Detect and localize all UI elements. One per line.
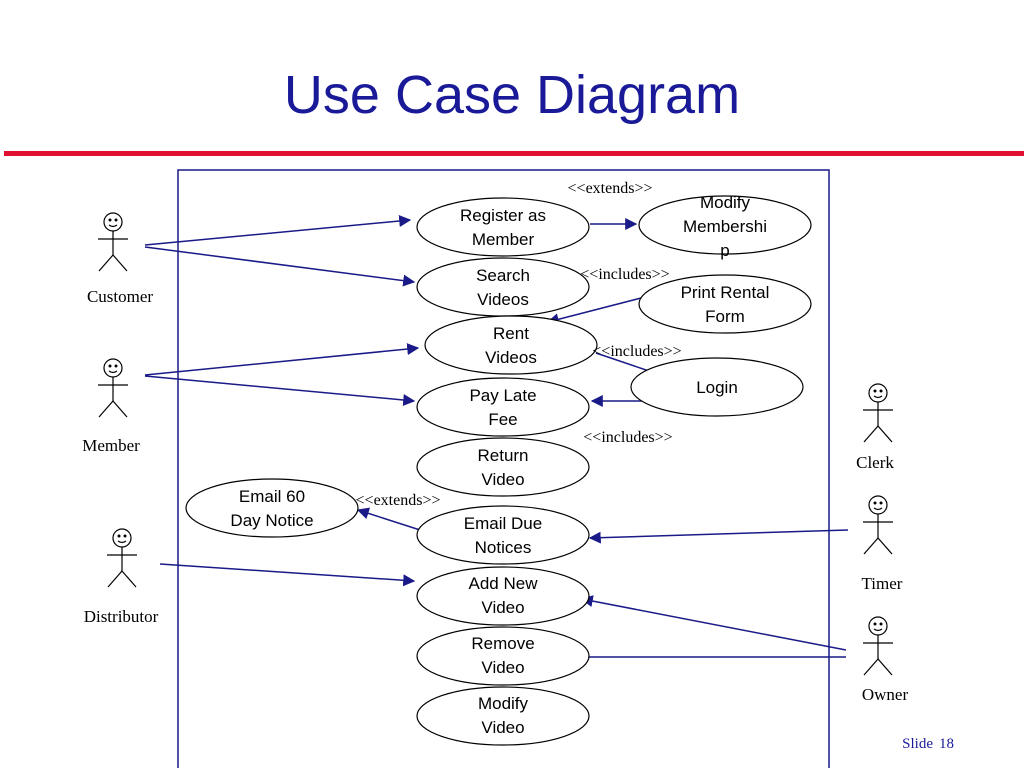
usecase-label: Login [696, 378, 738, 397]
includes-search-print [546, 297, 642, 326]
actor-member [98, 358, 128, 418]
assoc-customer-search [144, 246, 416, 287]
actor-label-timer: Timer [862, 574, 903, 593]
system-boundary [177, 169, 830, 768]
actor-label-owner: Owner [862, 685, 909, 704]
usecase-pay-late-fee [416, 377, 590, 437]
actor-label-distributor: Distributor [84, 607, 159, 626]
actor-clerk [863, 383, 893, 443]
stereotype-extends-email: <<extends>> [356, 492, 441, 509]
slide-title: Use Case Diagram [283, 65, 741, 125]
usecase-add-new-video [416, 566, 590, 626]
usecase-print-rental-form [638, 274, 812, 334]
stereotype-includes-paylate: <<includes>> [583, 429, 672, 446]
usecase-modify-video [416, 686, 590, 746]
usecase-email-60-day-notice [185, 478, 359, 538]
usecase-modify-membership [638, 195, 812, 255]
assoc-customer-register [144, 215, 412, 246]
assoc-member-paylate [144, 375, 416, 406]
stereotype-extends-membership: <<extends>> [568, 180, 653, 197]
stereotype-includes-print: <<includes>> [580, 266, 669, 283]
assoc-timer-emaildue [588, 529, 849, 544]
assoc-distributor-addnew [159, 563, 416, 587]
usecase-login [630, 357, 804, 417]
usecase-rent-videos [424, 315, 598, 375]
usecase-return-video [416, 437, 590, 497]
actor-label-member: Member [82, 436, 140, 455]
actor-owner [863, 616, 893, 676]
usecase-remove-video [416, 626, 590, 686]
usecase-register-as-member [416, 197, 590, 257]
stereotype-includes-rent: <<includes>> [592, 343, 681, 360]
assoc-owner-addnew [580, 595, 847, 651]
actor-label-customer: Customer [87, 287, 153, 306]
slide-number: 18 [939, 736, 954, 752]
includes-login-rent [595, 352, 653, 373]
assoc-member-rent [144, 343, 420, 376]
slide-footer: Slide 18 [896, 736, 954, 753]
actor-timer [863, 495, 893, 555]
usecase-email-due-notices [416, 505, 590, 565]
actor-distributor [107, 528, 137, 588]
extends-emaildue-email60 [356, 507, 421, 531]
actor-label-clerk: Clerk [856, 453, 894, 472]
actor-customer [98, 212, 128, 272]
title-underline [4, 151, 1024, 156]
footer-label: Slide [902, 736, 933, 752]
